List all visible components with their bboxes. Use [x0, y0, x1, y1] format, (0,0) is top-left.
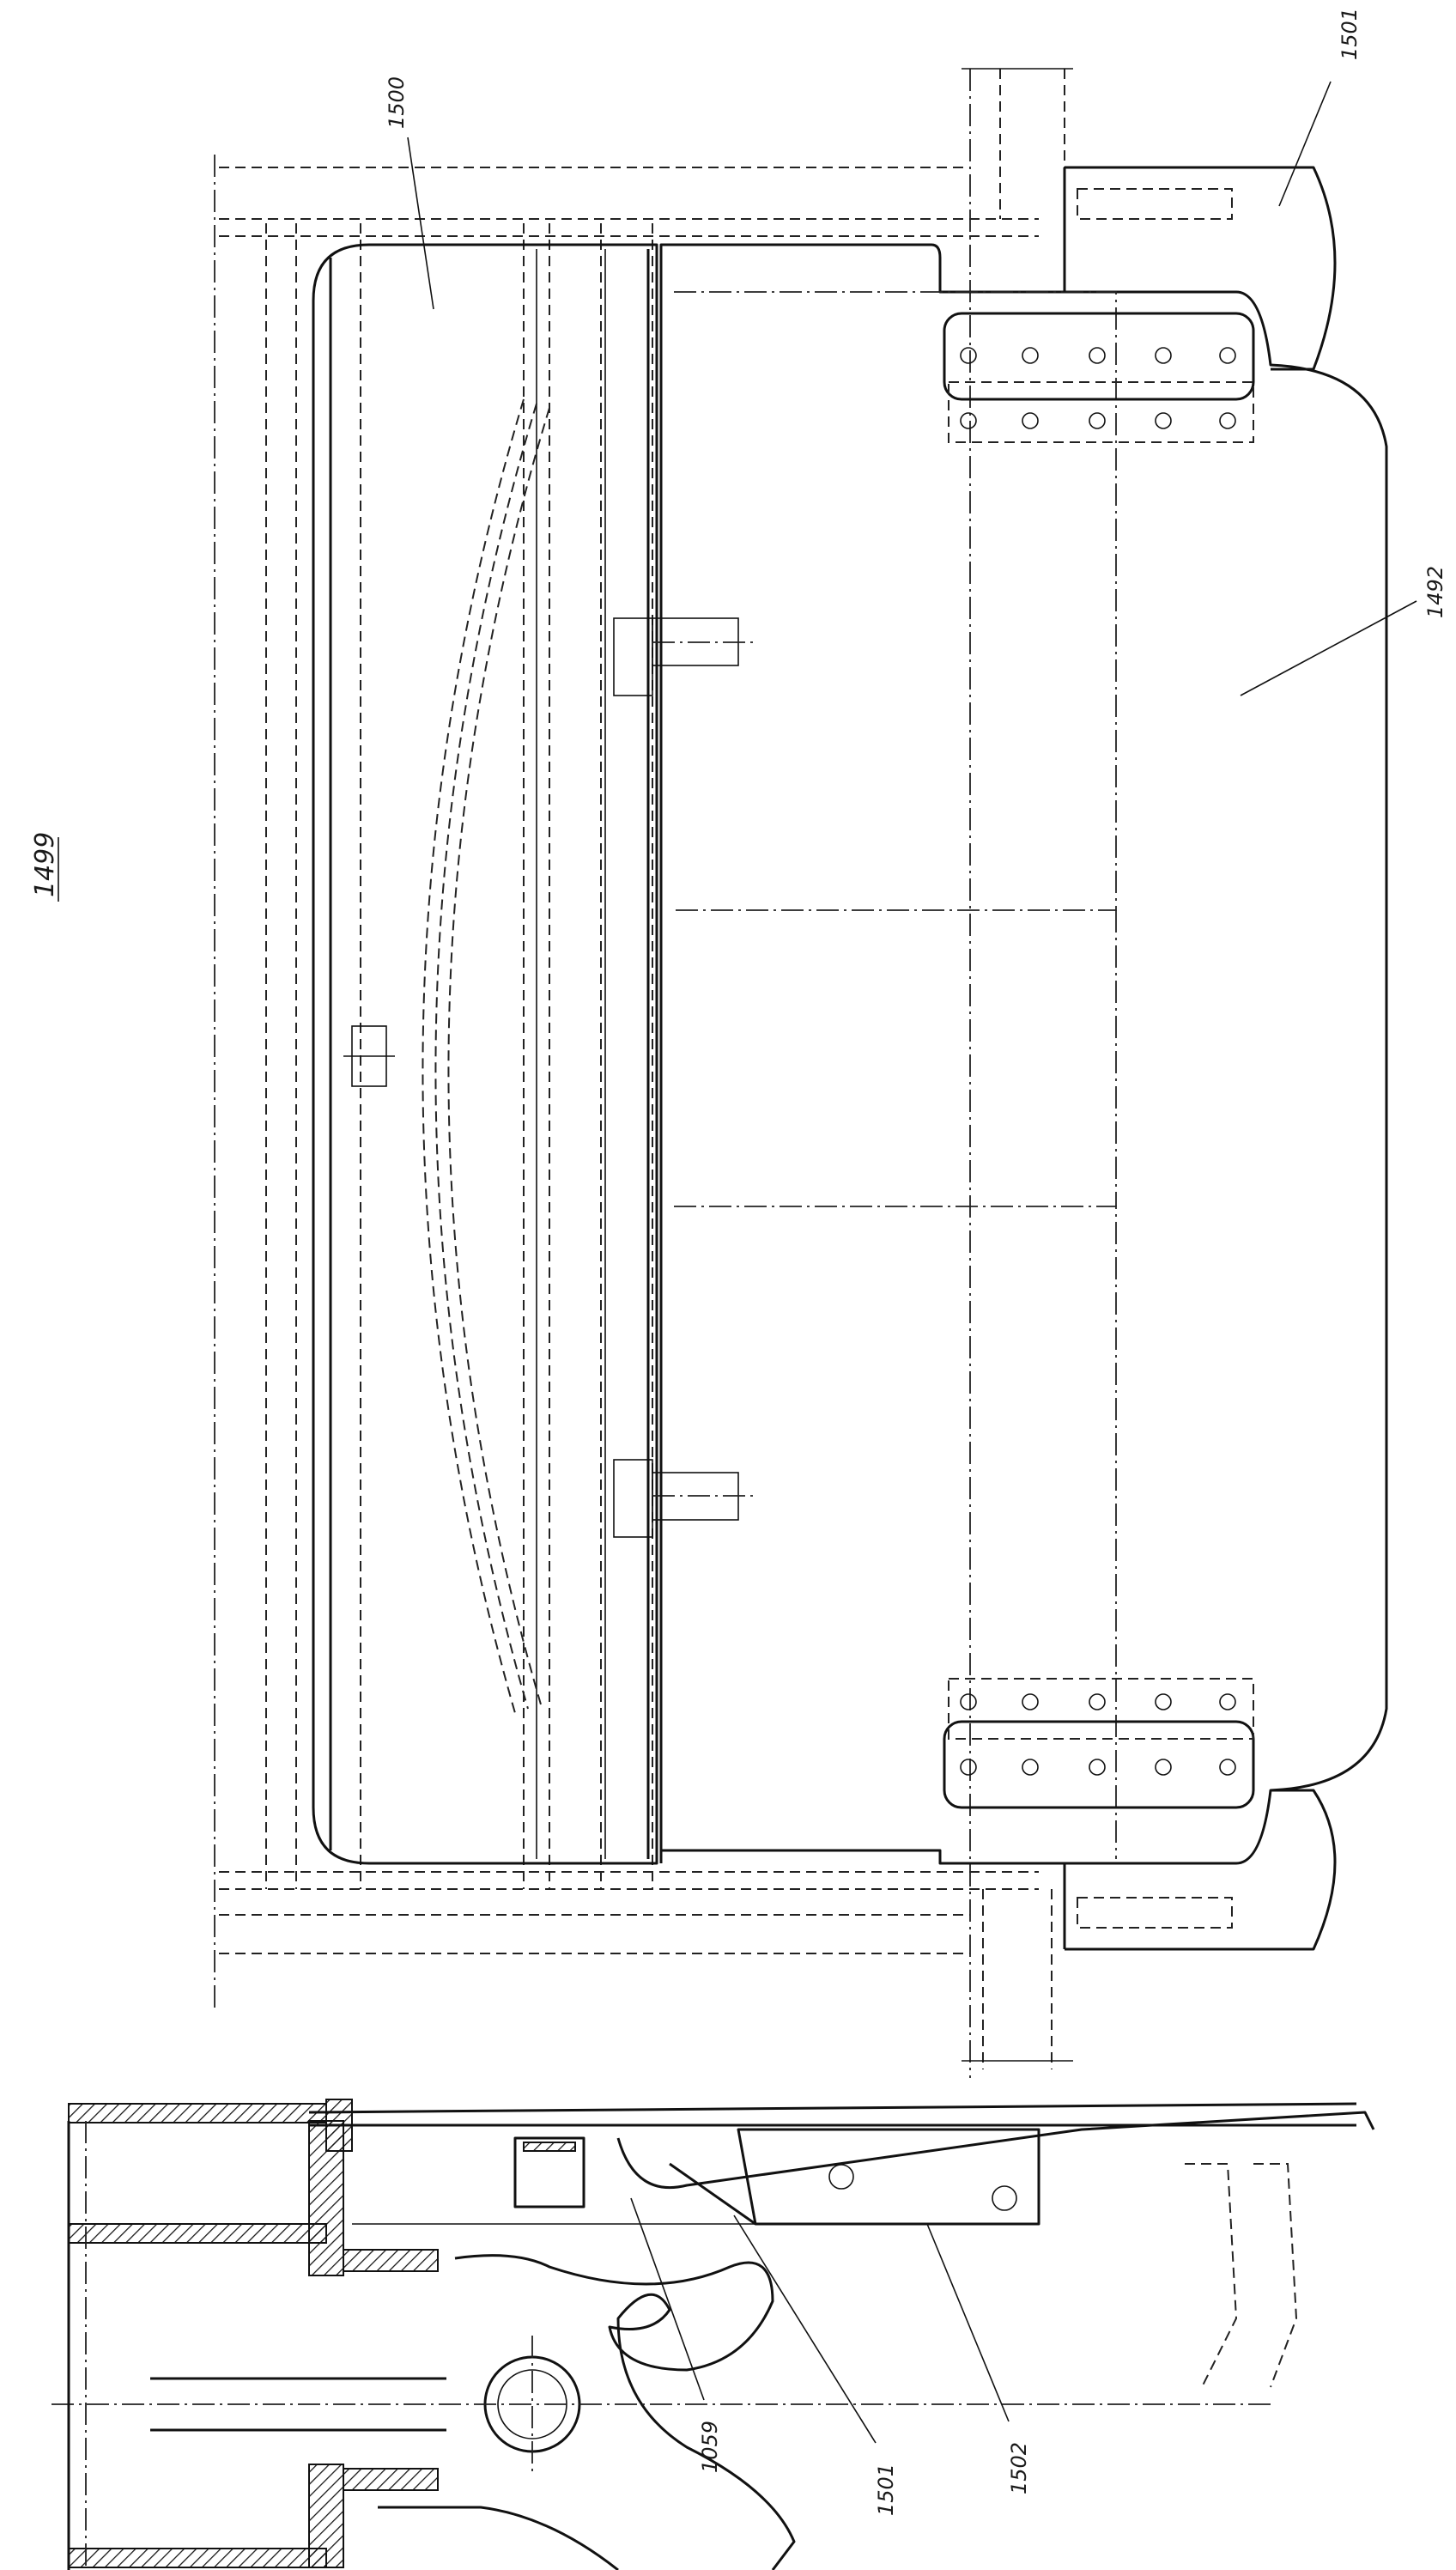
svg-text:1500: 1500	[385, 76, 409, 129]
svg-text:1502: 1502	[1007, 2442, 1031, 2494]
svg-text:1501: 1501	[874, 2464, 898, 2516]
label-1059: 1059	[630, 2197, 722, 2473]
panel-1492	[659, 166, 1388, 1951]
frame-rails	[265, 223, 653, 1889]
svg-text:1492: 1492	[1423, 566, 1447, 618]
plan-view	[214, 68, 1388, 2078]
label-1501-top: 1501	[1278, 8, 1362, 207]
label-1492: 1492	[1240, 566, 1447, 696]
section-view	[52, 2099, 1375, 2570]
svg-text:1059: 1059	[698, 2421, 722, 2473]
panel-1500	[312, 243, 755, 1865]
label-1502: 1502	[926, 2223, 1031, 2494]
figure-number: 1499	[30, 832, 60, 897]
bolt-holes	[960, 347, 1236, 1776]
label-1500: 1500	[385, 76, 434, 310]
svg-text:1501: 1501	[1338, 8, 1362, 60]
label-1501-bottom: 1501	[733, 2215, 898, 2516]
frame-outline-lines	[214, 68, 1073, 2078]
